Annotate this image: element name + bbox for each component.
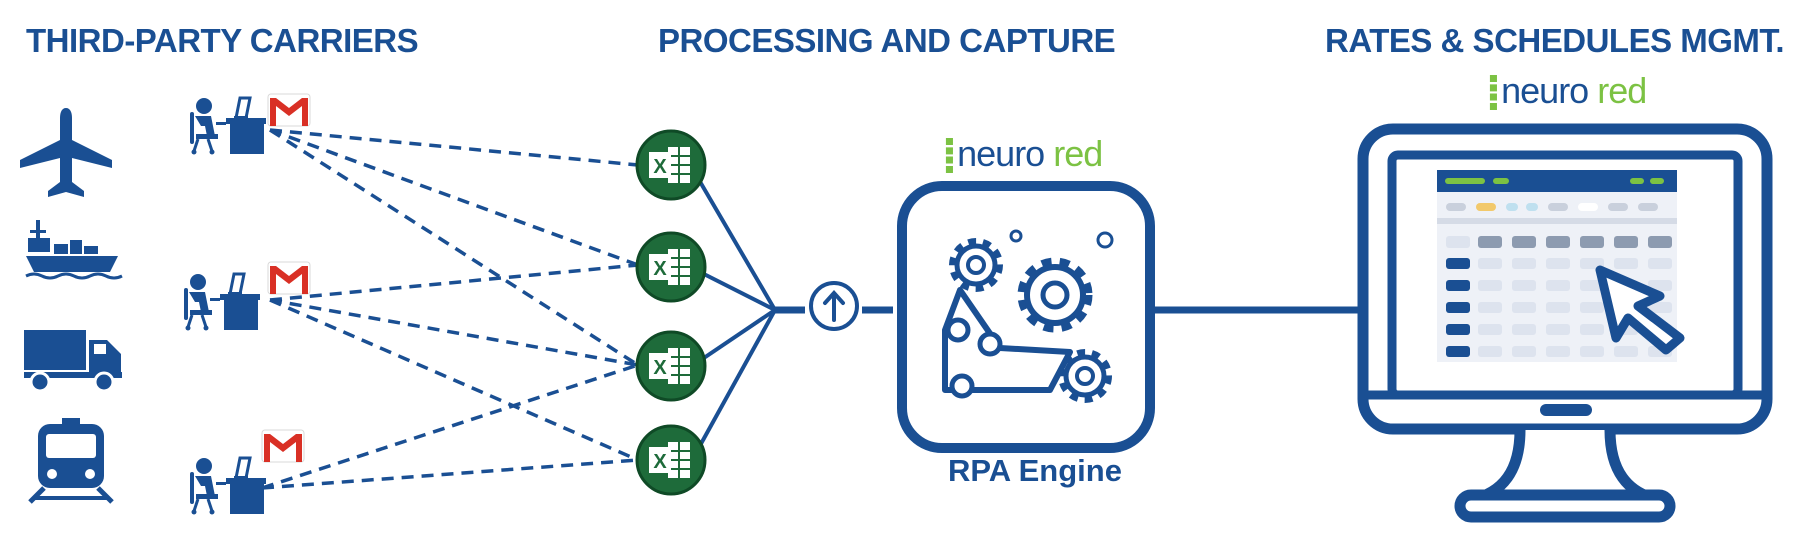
excel-icon [635, 231, 707, 303]
train-icon [28, 418, 114, 504]
capture-connectors [690, 166, 1358, 461]
processing-heading: PROCESSING AND CAPTURE [658, 22, 1116, 59]
cursor-icon [1595, 265, 1685, 355]
excel-icon [635, 424, 707, 496]
rpa-engine-box [897, 181, 1155, 453]
gmail-icon [267, 93, 311, 127]
gears-icon [942, 229, 1114, 400]
worker-computer-icon [182, 272, 262, 332]
ship-icon [25, 220, 123, 280]
neurored-logo-engine: ⢸neuro red [930, 133, 1103, 174]
rpa-engine-label: RPA Engine [948, 453, 1122, 488]
upload-icon [809, 281, 859, 331]
truck-icon [24, 330, 122, 393]
airplane-icon [20, 108, 112, 197]
carriers-heading: THIRD-PARTY CARRIERS [26, 22, 419, 59]
excel-icon [635, 129, 707, 201]
rates-heading: RATES & SCHEDULES MGMT. [1325, 22, 1785, 59]
neurored-logo-screen: ⢸neuro red [1474, 70, 1647, 111]
excel-icon [635, 330, 707, 402]
email-connectors [261, 128, 639, 490]
worker-computer-icon [188, 96, 268, 156]
worker-computer-icon [188, 456, 268, 516]
gmail-icon [267, 261, 311, 295]
screen-table [1437, 170, 1685, 362]
gmail-icon [261, 429, 305, 463]
